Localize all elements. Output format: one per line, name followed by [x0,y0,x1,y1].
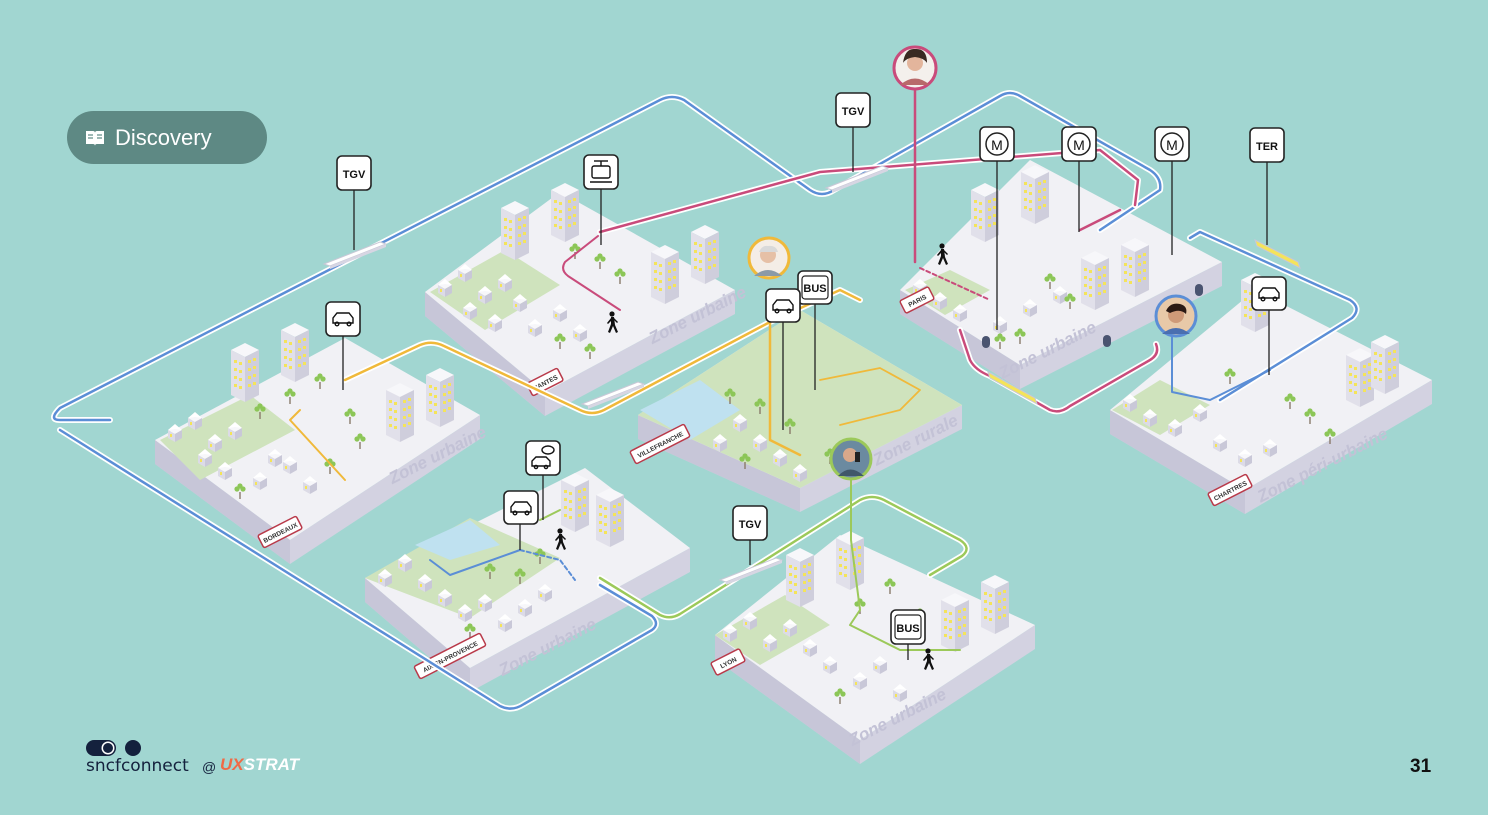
building-icon [1021,165,1049,224]
brand-wordmark: sncfconnect [86,756,189,776]
page-number: 31 [1410,756,1432,777]
building-icon [426,368,454,427]
svg-text:BUS: BUS [896,623,919,635]
metro-sign: M [979,126,1015,330]
carpool-sign [525,440,561,520]
metro-sign: M [1154,126,1190,255]
building-icon [1371,335,1399,394]
building-icon [981,575,1009,634]
section-badge[interactable]: Discovery [67,111,267,164]
building-icon [231,343,259,402]
car-sign [765,288,801,430]
car-icon [510,501,532,516]
tram-icon [590,160,612,183]
svg-text:BUS: BUS [803,283,826,295]
persona-man-avatar[interactable] [829,437,873,481]
car-icon [772,299,794,314]
building-icon [971,183,999,242]
city-sign: PARIS [899,286,935,314]
metro-sign: M [1061,126,1097,232]
building-icon [1081,251,1109,310]
tram-sign [583,154,619,245]
bus-route-line [598,495,968,619]
ter-train [1254,238,1301,270]
svg-text:TGV: TGV [343,169,366,181]
tgv-sign: TGV [732,505,768,565]
building-icon [596,488,624,547]
persona-woman-avatar[interactable] [892,45,938,91]
svg-text:M: M [1073,137,1085,153]
svg-text:M: M [1166,137,1178,153]
car-sign [325,301,361,390]
city-sign: LYON [710,648,746,676]
tgv-train-1 [323,241,387,270]
persona-young-avatar[interactable] [1154,294,1198,338]
carpool-icon [531,445,555,470]
svg-text:M: M [991,137,1003,153]
tgv-sign: TGV [835,92,871,172]
svg-text:TGV: TGV [739,519,762,531]
car-icon [332,312,354,327]
building-icon [1346,348,1374,407]
car-sign [503,490,539,550]
building-icon [786,548,814,607]
brand-at: @ [202,759,217,775]
persona-elder-avatar[interactable] [747,236,791,280]
section-badge-label: Discovery [115,124,212,150]
train-route-line [598,148,1140,234]
building-icon [551,183,579,242]
building-icon [1121,238,1149,297]
building-icon [941,593,969,652]
ter-sign: TER [1249,127,1285,245]
svg-text:TGV: TGV [842,106,865,118]
car-sign [1251,276,1287,375]
car-icon [1258,287,1280,302]
building-icon [386,383,414,442]
car-route-line [343,288,862,415]
tgv-train-3 [719,557,783,586]
book-icon [86,130,104,146]
sncf-logo-icon [86,740,141,756]
building-icon [281,323,309,382]
svg-text:TER: TER [1256,141,1278,153]
tgv-sign: TGV [336,155,372,250]
building-icon [691,225,719,284]
metro-train [987,370,1038,406]
partner-logo: UXSTRAT [220,755,300,774]
bus-sign: BUS [890,609,926,660]
building-icon [651,245,679,304]
building-icon [561,473,589,532]
building-icon [501,201,529,260]
bus-sign: BUS [797,270,833,390]
